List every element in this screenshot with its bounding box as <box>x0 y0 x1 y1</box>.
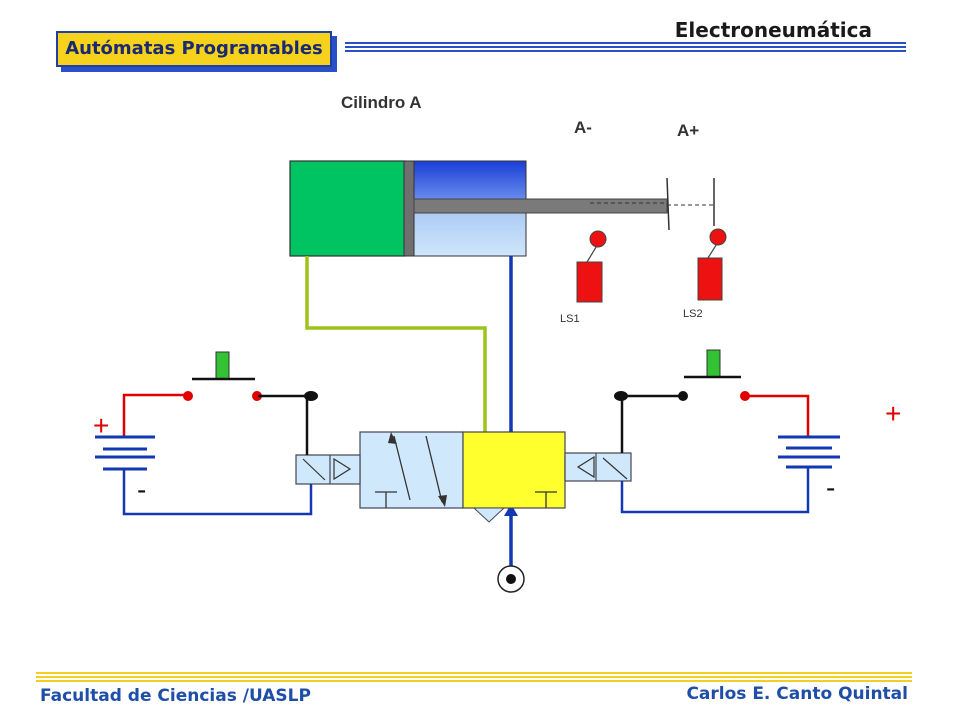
left-plus-sign: + <box>93 410 109 441</box>
cylinder-rear-chamber <box>289 160 406 257</box>
footer-institution: Facultad de Ciencias /UASLP <box>40 686 311 706</box>
exhaust-triangle <box>472 507 506 523</box>
position-minus-label: A- <box>574 118 592 137</box>
right-red-wire <box>746 394 810 437</box>
solenoid-right <box>564 452 632 482</box>
valve-left-box <box>359 431 464 509</box>
right-push-button[interactable] <box>684 349 741 379</box>
subject-badge: Autómatas Programables <box>56 31 332 67</box>
cylinder-label: Cilindro A <box>341 93 422 112</box>
cylinder-front-bottom <box>413 207 527 257</box>
solenoid-left <box>295 454 361 485</box>
left-push-button[interactable] <box>192 351 255 381</box>
left-circuit: + - <box>93 391 318 516</box>
subject-label: Autómatas Programables <box>65 38 323 59</box>
position-plus-label: A+ <box>677 121 699 140</box>
header-rule <box>345 42 906 52</box>
directional-valve <box>359 431 566 523</box>
ls2-label: LS2 <box>683 308 703 320</box>
limit-switch-ls2: LS2 <box>683 228 727 320</box>
valve-right-box <box>462 431 566 509</box>
ls1-label: LS1 <box>560 313 580 325</box>
footer-author: Carlos E. Canto Quintal <box>686 684 908 704</box>
rod-end-cam <box>666 177 670 231</box>
left-red-wire <box>122 393 188 437</box>
left-minus-sign: - <box>137 474 146 505</box>
header-title: Electroneumática <box>674 18 872 42</box>
cylinder-a <box>289 160 715 257</box>
right-minus-sign: - <box>826 472 835 503</box>
right-circuit: + - <box>614 391 901 514</box>
piston-rod <box>413 198 668 214</box>
piston <box>403 160 415 257</box>
pneumatic-line-green <box>305 256 487 505</box>
footer-rule <box>36 672 912 682</box>
limit-switch-ls1: LS1 <box>560 230 607 325</box>
pressure-source <box>497 565 525 593</box>
right-plus-sign: + <box>885 398 901 429</box>
